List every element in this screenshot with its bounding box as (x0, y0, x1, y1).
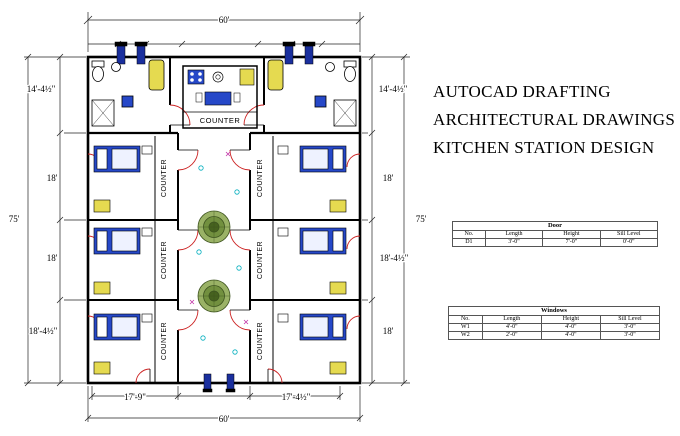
side-table (277, 145, 289, 155)
bathroom-left (91, 59, 165, 127)
bathroom-right (267, 59, 357, 127)
counter-label: COUNTER (161, 159, 168, 197)
table-row: W1 4'-0" 4'-0" 3'-0" (448, 323, 661, 332)
dim-left-seg-2: 18' (47, 173, 58, 183)
door-table-title: Door (452, 221, 658, 231)
door-header-length: Length (484, 230, 544, 239)
counter-label-kitchen: COUNTER (200, 116, 241, 125)
chair (195, 92, 203, 103)
round-tables (197, 210, 231, 313)
chair (233, 92, 241, 103)
bathtub (148, 59, 165, 91)
stove (187, 69, 205, 85)
fixture-blue (314, 95, 327, 108)
dresser (93, 361, 111, 375)
counter-label: COUNTER (257, 159, 264, 197)
dim-left-total: 75' (9, 214, 20, 224)
windows-table-title: Windows (448, 306, 660, 316)
walls (86, 55, 362, 385)
title-line-3: KITCHEN STATION DESIGN (433, 138, 655, 157)
dresser (329, 199, 347, 213)
window-cell: 4'-0" (481, 323, 542, 332)
title-line-1: AUTOCAD DRAFTING (433, 82, 611, 101)
counter-label: COUNTER (161, 322, 168, 360)
windows-header-length: Length (481, 315, 542, 324)
window-cell: 2'-0" (481, 331, 542, 340)
window-cell: 3'-0" (599, 323, 661, 332)
counter-label: COUNTER (161, 241, 168, 279)
door-schedule-table: Door No. Length Height Sill Level D1 3'-… (452, 221, 659, 247)
dresser (93, 199, 111, 213)
dimension-lines (24, 12, 410, 422)
toilet-icon (344, 66, 356, 82)
door-cell: 3'-0" (484, 238, 544, 247)
dim-right-seg-1: 14'-4½" (379, 84, 408, 94)
window-cell: 4'-0" (540, 323, 601, 332)
sink-icon (325, 62, 335, 72)
title-block: AUTOCAD DRAFTING ARCHITECTURAL DRAWINGS … (433, 78, 675, 162)
door-cell: D1 (452, 238, 486, 247)
side-table (141, 227, 153, 237)
dim-left-seg-1: 14'-4½" (27, 84, 56, 94)
side-table (277, 227, 289, 237)
door-cell: 7'-0" (542, 238, 601, 247)
window-cell: 3'-0" (599, 331, 661, 340)
dim-right-total: 75' (416, 214, 427, 224)
dim-left-seg-3: 18' (47, 253, 58, 263)
dim-bottom-seg-1: 17'-9" (124, 392, 146, 402)
window-bars (114, 41, 316, 393)
door-cell: 0'-0" (599, 238, 659, 247)
counter-label: COUNTER (257, 241, 264, 279)
side-table (141, 313, 153, 323)
door-header-no: No. (452, 230, 486, 239)
dim-left-seg-4: 18'-4½" (29, 326, 58, 336)
side-table (277, 313, 289, 323)
table-row: W2 2'-0" 4'-0" 3'-0" (448, 331, 661, 340)
beds-left (93, 145, 153, 375)
windows-header-sill: Sill Level (599, 315, 661, 324)
bathtub (267, 59, 284, 91)
title-line-2: ARCHITECTURAL DRAWINGS (433, 110, 676, 129)
window-cell: 4'-0" (540, 331, 601, 340)
window-cell: W1 (448, 323, 483, 332)
fixture-blue (121, 95, 134, 108)
windows-schedule-table: Windows No. Length Height Sill Level W1 … (448, 306, 661, 340)
dim-top-width: 60' (219, 15, 230, 25)
beds-right (277, 145, 347, 375)
dresser (329, 281, 347, 295)
door-leaves (149, 124, 269, 383)
dresser (93, 281, 111, 295)
door-header-height: Height (542, 230, 601, 239)
utility-marks (189, 151, 249, 355)
dim-right-seg-4: 18' (383, 326, 394, 336)
toilet-icon (92, 66, 104, 82)
dim-bottom-seg-2: 17'-4½" (282, 392, 311, 402)
windows-header-height: Height (540, 315, 601, 324)
table-row: D1 3'-0" 7'-0" 0'-0" (452, 238, 659, 247)
door-header-sill: Sill Level (599, 230, 659, 239)
counter-label: COUNTER (257, 322, 264, 360)
kitchen-island (182, 65, 258, 129)
side-table (141, 145, 153, 155)
windows-header-no: No. (448, 315, 483, 324)
dresser (329, 361, 347, 375)
window-cell: W2 (448, 331, 483, 340)
sink-icon (111, 62, 121, 72)
dim-right-seg-2: 18' (383, 173, 394, 183)
dim-bottom-width: 60' (219, 414, 230, 424)
dim-right-seg-3: 18'-4½" (380, 253, 409, 263)
fridge (239, 68, 255, 86)
prep-table (204, 91, 232, 106)
